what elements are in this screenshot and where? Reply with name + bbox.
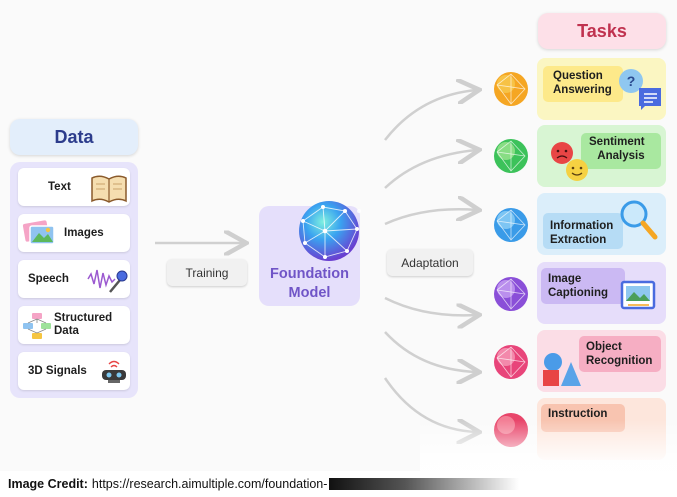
data-item-images: Images: [18, 214, 130, 252]
data-item-label: Images: [64, 227, 104, 239]
task-information-extraction: Information Extraction: [537, 193, 666, 255]
images-icon: [22, 220, 55, 245]
task-node-4: [494, 277, 528, 311]
svg-text:?: ?: [627, 73, 636, 89]
arrow-to-task-1: [384, 90, 477, 141]
task-label: Information Extraction: [550, 220, 614, 246]
credit-url[interactable]: https://research.aimultiple.com/foundati…: [91, 477, 328, 491]
redaction-bar: [329, 478, 520, 490]
arrow-to-task-4: [384, 296, 477, 315]
task-label: Image Captioning: [548, 273, 609, 299]
arrow-to-task-3: [384, 209, 477, 226]
shapes-icon: [543, 353, 581, 386]
question-chat-icon: ?: [619, 69, 661, 110]
image-credit: Image Credit: https://research.aimultipl…: [0, 471, 677, 497]
network-globe-icon: [299, 201, 361, 261]
task-label: Question Answering: [553, 70, 612, 96]
task-label: Instruction: [548, 408, 608, 420]
task-label: Sentiment Analysis: [589, 136, 645, 162]
data-panel: Text Images Speech: [10, 162, 138, 398]
data-item-text: Text: [18, 168, 130, 206]
data-item-label: 3D Signals: [28, 365, 87, 377]
arrow-to-task-5: [384, 331, 477, 372]
tasks-section-title: Tasks: [538, 13, 666, 49]
task-object-recognition: Object Recognition: [537, 330, 666, 392]
arrow-to-task-2: [384, 150, 477, 189]
adaptation-label: Adaptation: [387, 249, 473, 276]
data-item-3d-signals: 3D Signals: [18, 352, 130, 390]
flowchart-icon: [23, 313, 51, 339]
data-item-speech: Speech: [18, 260, 130, 298]
data-item-structured-data: Structured Data: [18, 306, 130, 344]
task-image-captioning: Image Captioning: [537, 262, 666, 324]
picture-icon: [620, 280, 656, 310]
credit-label: Image Credit:: [8, 477, 88, 491]
sensor-camera-icon: [102, 360, 126, 383]
data-item-label: Text: [48, 181, 71, 193]
data-section-title: Data: [10, 119, 138, 155]
foundation-model-label: Foundation Model: [270, 266, 349, 301]
data-item-label: Speech: [28, 273, 69, 285]
task-sentiment-analysis: Sentiment Analysis: [537, 125, 666, 187]
task-node-2: [494, 139, 528, 173]
data-item-label: Structured Data: [54, 312, 113, 337]
book-icon: [91, 175, 127, 203]
task-node-5: [494, 345, 528, 379]
task-node-1: [494, 72, 528, 106]
training-label: Training: [167, 259, 247, 286]
microphone-wave-icon: [87, 269, 128, 293]
magnifier-icon: [620, 200, 658, 240]
task-question-answering: Question Answering ?: [537, 58, 666, 120]
task-node-3: [494, 208, 528, 242]
task-label: Object Recognition: [586, 341, 653, 367]
emoji-faces-icon: [551, 142, 588, 181]
